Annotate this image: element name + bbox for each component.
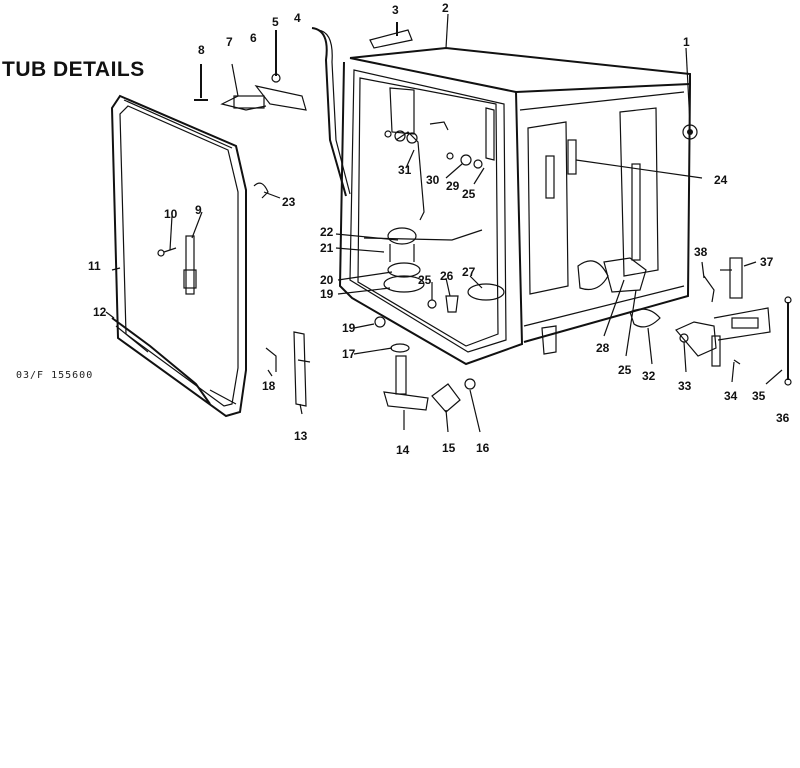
hinge-bracket-7 [220,63,267,111]
callout-labels: 1 2 3 4 5 6 7 8 9 10 11 12 13 14 15 16 1… [88,1,790,457]
top-bracket [369,22,413,49]
callout-25a: 25 [462,187,476,201]
callout-19b: 19 [342,321,356,335]
callout-37: 37 [760,255,774,269]
callout-33: 33 [678,379,692,393]
callout-14: 14 [396,443,410,457]
callout-24: 24 [714,173,728,187]
callout-22: 22 [320,225,334,239]
reference-code: 03/F 155600 [16,370,94,381]
callout-7: 7 [226,35,233,49]
callout-12: 12 [93,305,107,319]
callout-17: 17 [342,347,356,361]
hinge-screw-8 [194,64,208,101]
callout-6: 6 [250,31,257,45]
callout-16: 16 [476,441,490,455]
callout-35: 35 [752,389,766,403]
callout-10: 10 [164,207,178,221]
callout-36: 36 [776,411,790,425]
callout-30: 30 [426,173,440,187]
callout-29: 29 [446,179,460,193]
callout-21: 21 [320,241,334,255]
callout-19a: 19 [320,287,334,301]
callout-34: 34 [724,389,738,403]
door-latch-part [183,235,197,295]
callout-11: 11 [88,259,101,273]
door-panel [110,94,247,418]
callout-3: 3 [392,3,399,17]
lower-parts [265,257,792,413]
callout-26: 26 [440,269,454,283]
callout-2: 2 [442,1,449,15]
callout-31: 31 [398,163,412,177]
callout-4: 4 [294,11,301,25]
callout-38: 38 [694,245,708,259]
door-gasket-strip [111,317,211,405]
side-knob [682,124,698,140]
leader-lines [105,13,783,433]
diagram-title: TUB DETAILS [2,58,145,81]
spring-rod [311,27,351,197]
callout-27: 27 [462,265,476,279]
door-screw [157,247,177,257]
callout-18: 18 [262,379,276,393]
hinge-screw-5 [271,30,281,83]
callout-23: 23 [282,195,296,209]
hinge-bracket-6 [254,85,307,111]
callout-9: 9 [195,203,202,217]
callout-13: 13 [294,429,308,443]
callout-28: 28 [596,341,610,355]
callout-5: 5 [272,15,279,29]
callout-25b: 25 [418,273,432,287]
door-clip [253,182,269,199]
callout-15: 15 [442,441,456,455]
callout-20: 20 [320,273,334,287]
callout-1: 1 [683,35,690,49]
callout-32: 32 [642,369,656,383]
tub-body [338,46,691,366]
callout-8: 8 [198,43,205,57]
callout-25c: 25 [618,363,632,377]
